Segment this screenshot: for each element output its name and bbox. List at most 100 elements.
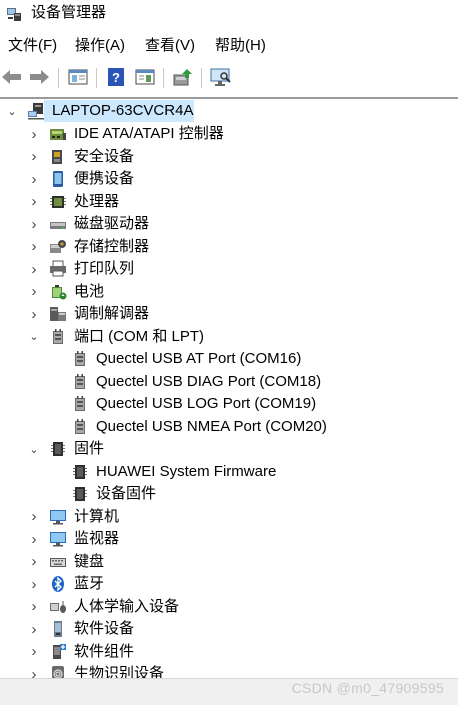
scan-hardware-icon [210,68,231,86]
tree-indent-spacer [50,393,62,415]
tree-node-label: 人体学输入设备 [74,597,180,615]
chevron-right-icon[interactable]: › [31,125,37,143]
tree-category[interactable]: ›磁盘驱动器 [28,213,150,235]
chevron-right-icon[interactable]: › [31,170,37,188]
tree-node-label: 便携设备 [74,170,135,187]
tree-node-label: 打印队列 [74,260,135,277]
tree-category[interactable]: ›蓝牙 [28,573,105,595]
tree-category[interactable]: ›调制解调器 [28,303,150,325]
tree-category[interactable]: ›电池 [28,281,105,303]
toolbar-separator [201,68,202,88]
chevron-right-icon[interactable]: › [31,193,37,210]
chevron-right-icon[interactable]: › [31,553,37,570]
tree-category[interactable]: › IDE ATA/ATAPI 控制器 [28,123,224,145]
tree-root[interactable]: ⌄ LAPTOP-63CVCR4A [6,100,193,122]
tree-category[interactable]: ›生物识别设备 [28,663,164,680]
help-icon: ? [108,68,124,86]
properties-pane-icon [68,69,88,85]
tree-device[interactable]: 设备固件 [50,483,156,505]
chevron-right-icon[interactable]: › [31,575,37,593]
chevron-right-icon[interactable]: › [31,620,37,638]
chevron-right-icon[interactable]: › [31,643,37,660]
menu-help[interactable]: 帮助(H) [215,37,266,54]
port-icon [71,395,89,413]
computer-tree-icon [27,102,45,120]
back-arrow-icon [2,70,21,84]
tree-category[interactable]: ›存储控制器 [28,236,150,258]
tree-node-label: Quectel USB DIAG Port (COM18) [96,372,322,390]
tree-category[interactable]: › 计算机 [28,506,120,528]
chevron-right-icon[interactable]: › [31,508,37,525]
toolbar-separator [163,68,164,88]
chevron-right-icon[interactable]: › [31,305,37,323]
device-tree: ⌄ LAPTOP-63CVCR4A › IDE ATA/ATAPI 控制器 ›安全设… [0,97,458,680]
tree-category[interactable]: ⌄端口 (COM 和 LPT) [28,326,204,348]
keyboard-icon [49,553,67,571]
toolbar-separator [58,68,59,88]
properties-pane-button[interactable] [66,65,90,89]
window-title: 设备管理器 [31,4,107,21]
status-bar: CSDN @m0_47909595 [0,678,458,705]
chevron-down-icon[interactable]: ⌄ [29,331,39,343]
tree-category[interactable]: ›软件设备 [28,618,135,640]
port-icon [71,350,89,368]
tree-device[interactable]: HUAWEI System Firmware [50,461,276,483]
update-driver-button[interactable] [171,65,195,89]
forward-button[interactable] [27,65,51,89]
chevron-right-icon[interactable]: › [31,598,37,615]
chevron-down-icon[interactable]: ⌄ [7,105,17,118]
monitor-icon [49,508,67,526]
ide-controller-icon [49,125,67,143]
port-icon [71,373,89,391]
chevron-right-icon[interactable]: › [31,260,37,278]
tree-node-label: 监视器 [74,530,120,547]
toolbar: ? [0,60,458,94]
menu-view[interactable]: 查看(V) [145,37,195,54]
chevron-down-icon[interactable]: ⌄ [29,443,39,456]
menu-file[interactable]: 文件(F) [8,37,58,54]
tree-category[interactable]: › 人体学输入设备 [28,596,180,618]
toolbar-separator [96,68,97,88]
tree-category[interactable]: › 键盘 [28,551,105,573]
chevron-right-icon[interactable]: › [31,148,37,165]
tree-device[interactable]: Quectel USB DIAG Port (COM18) [50,371,321,393]
back-button[interactable] [0,65,24,89]
tree-device[interactable]: Quectel USB AT Port (COM16) [50,348,301,370]
tree-device[interactable]: Quectel USB LOG Port (COM19) [50,393,316,415]
tree-node-label: 处理器 [74,192,120,210]
tree-root-label: LAPTOP-63CVCR4A [52,102,194,119]
tree-category[interactable]: ⌄固件 [28,438,104,460]
help-button[interactable]: ? [104,65,128,89]
storage-controller-icon [49,238,67,256]
tree-category[interactable]: › 监视器 [28,528,120,550]
menu-action[interactable]: 操作(A) [75,37,125,54]
console-tree-button[interactable] [133,65,157,89]
firmware-icon [71,485,89,503]
chevron-right-icon[interactable]: › [31,530,37,548]
tree-node-label: 软件组件 [74,642,135,660]
tree-category[interactable]: › 软件组件 [28,641,135,663]
menu-bar: 文件(F) 操作(A) 查看(V) 帮助(H) [0,32,458,58]
tree-category[interactable]: › 便携设备 [28,168,135,190]
chevron-right-icon[interactable]: › [31,215,37,233]
tree-category[interactable]: › 打印队列 [28,258,135,280]
monitor-icon [49,530,67,548]
tree-node-label: IDE ATA/ATAPI 控制器 [74,125,224,142]
battery-icon [49,283,67,301]
software-component-icon [49,643,67,661]
firmware-icon [71,463,89,481]
tree-category[interactable]: ›安全设备 [28,146,135,168]
scan-hardware-button[interactable] [209,65,233,89]
port-icon [71,418,89,436]
tree-node-label: 键盘 [74,552,105,570]
chevron-right-icon[interactable]: › [31,238,37,255]
port-icon [49,328,67,346]
tree-node-label: 计算机 [74,507,120,525]
chevron-right-icon[interactable]: › [31,283,37,300]
tree-device[interactable]: Quectel USB NMEA Port (COM20) [50,416,327,438]
firmware-icon [49,440,67,458]
tree-category[interactable]: › 处理器 [28,191,120,213]
hid-icon [49,598,67,616]
biometric-icon [49,665,67,680]
chevron-right-icon[interactable]: › [31,665,37,681]
